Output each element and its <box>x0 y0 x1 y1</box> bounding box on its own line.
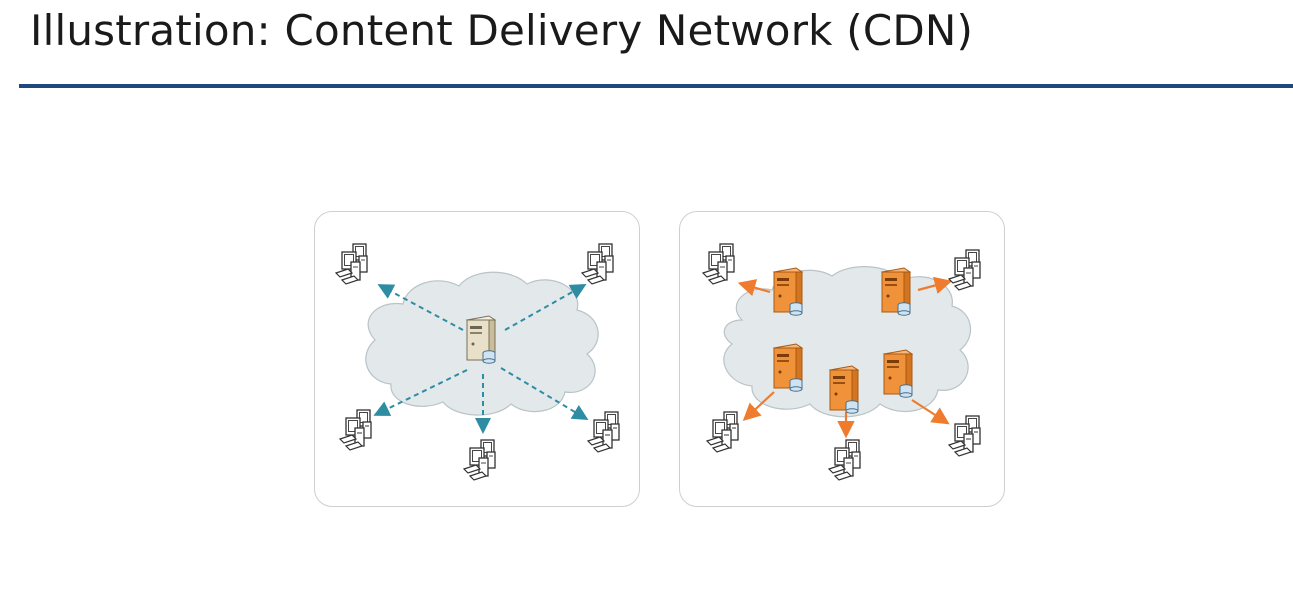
edge-server-icon <box>829 365 859 414</box>
client-computer-icon <box>948 249 981 291</box>
flow-arrow <box>911 399 950 425</box>
origin-server-icon <box>466 315 496 364</box>
flow-arrow <box>737 279 771 297</box>
flow-arrow <box>742 391 775 421</box>
cdn-network-panel <box>679 211 1005 507</box>
edge-server-icon <box>883 349 913 398</box>
slide-title: Illustration: Content Delivery Network (… <box>30 6 974 55</box>
client-computer-icon <box>706 411 739 453</box>
flow-arrow <box>504 284 587 331</box>
client-computer-icon <box>463 439 496 481</box>
edge-server-icon <box>773 343 803 392</box>
edge-server-icon <box>773 267 803 316</box>
client-computer-icon <box>335 243 368 285</box>
client-computer-icon <box>581 243 614 285</box>
client-computer-icon <box>702 243 735 285</box>
flow-arrow <box>377 284 464 331</box>
client-computer-icon <box>587 411 620 453</box>
client-computer-icon <box>948 415 981 457</box>
edge-server-icon <box>881 267 911 316</box>
flow-arrow <box>917 276 953 294</box>
centralized-network-panel <box>314 211 640 507</box>
client-computer-icon <box>339 409 372 451</box>
title-rule <box>19 84 1293 88</box>
flow-arrow <box>373 369 468 416</box>
client-computer-icon <box>828 439 861 481</box>
flow-arrow <box>500 367 589 421</box>
